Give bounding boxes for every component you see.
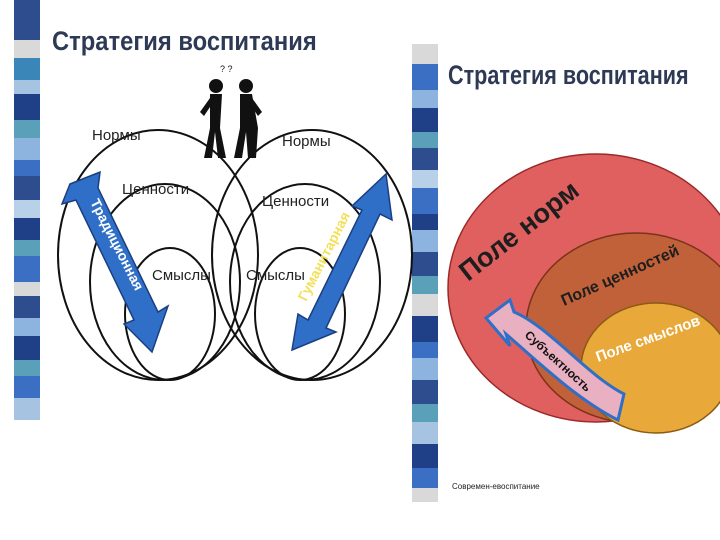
left-circles <box>58 130 258 380</box>
right-meanings-label: Смыслы <box>246 267 305 284</box>
slide2-title: Стратегия воспитания <box>448 60 689 91</box>
left-decorative-strip <box>14 0 40 420</box>
thinking-figures-icon: ? ? <box>200 64 262 158</box>
slide2-diagram: Субъектность Поле норм Поле ценностей По… <box>438 150 720 450</box>
left-values-label: Ценности <box>122 181 189 198</box>
left-norms-label: Нормы <box>92 127 141 144</box>
right-values-label: Ценности <box>262 193 329 210</box>
slide1-diagram: ? ? Традиционная Гуманитарная Нормы Ценн… <box>40 62 440 392</box>
left-meanings-label: Смыслы <box>152 267 211 284</box>
right-norms-label: Нормы <box>282 133 331 150</box>
traditional-arrow <box>62 172 168 352</box>
slide1-title: Стратегия воспитания <box>52 26 317 57</box>
left-norms-circle <box>58 130 258 380</box>
svg-text:? ?: ? ? <box>220 64 233 74</box>
slide2-caption: Современ-евоспитание <box>452 482 540 491</box>
